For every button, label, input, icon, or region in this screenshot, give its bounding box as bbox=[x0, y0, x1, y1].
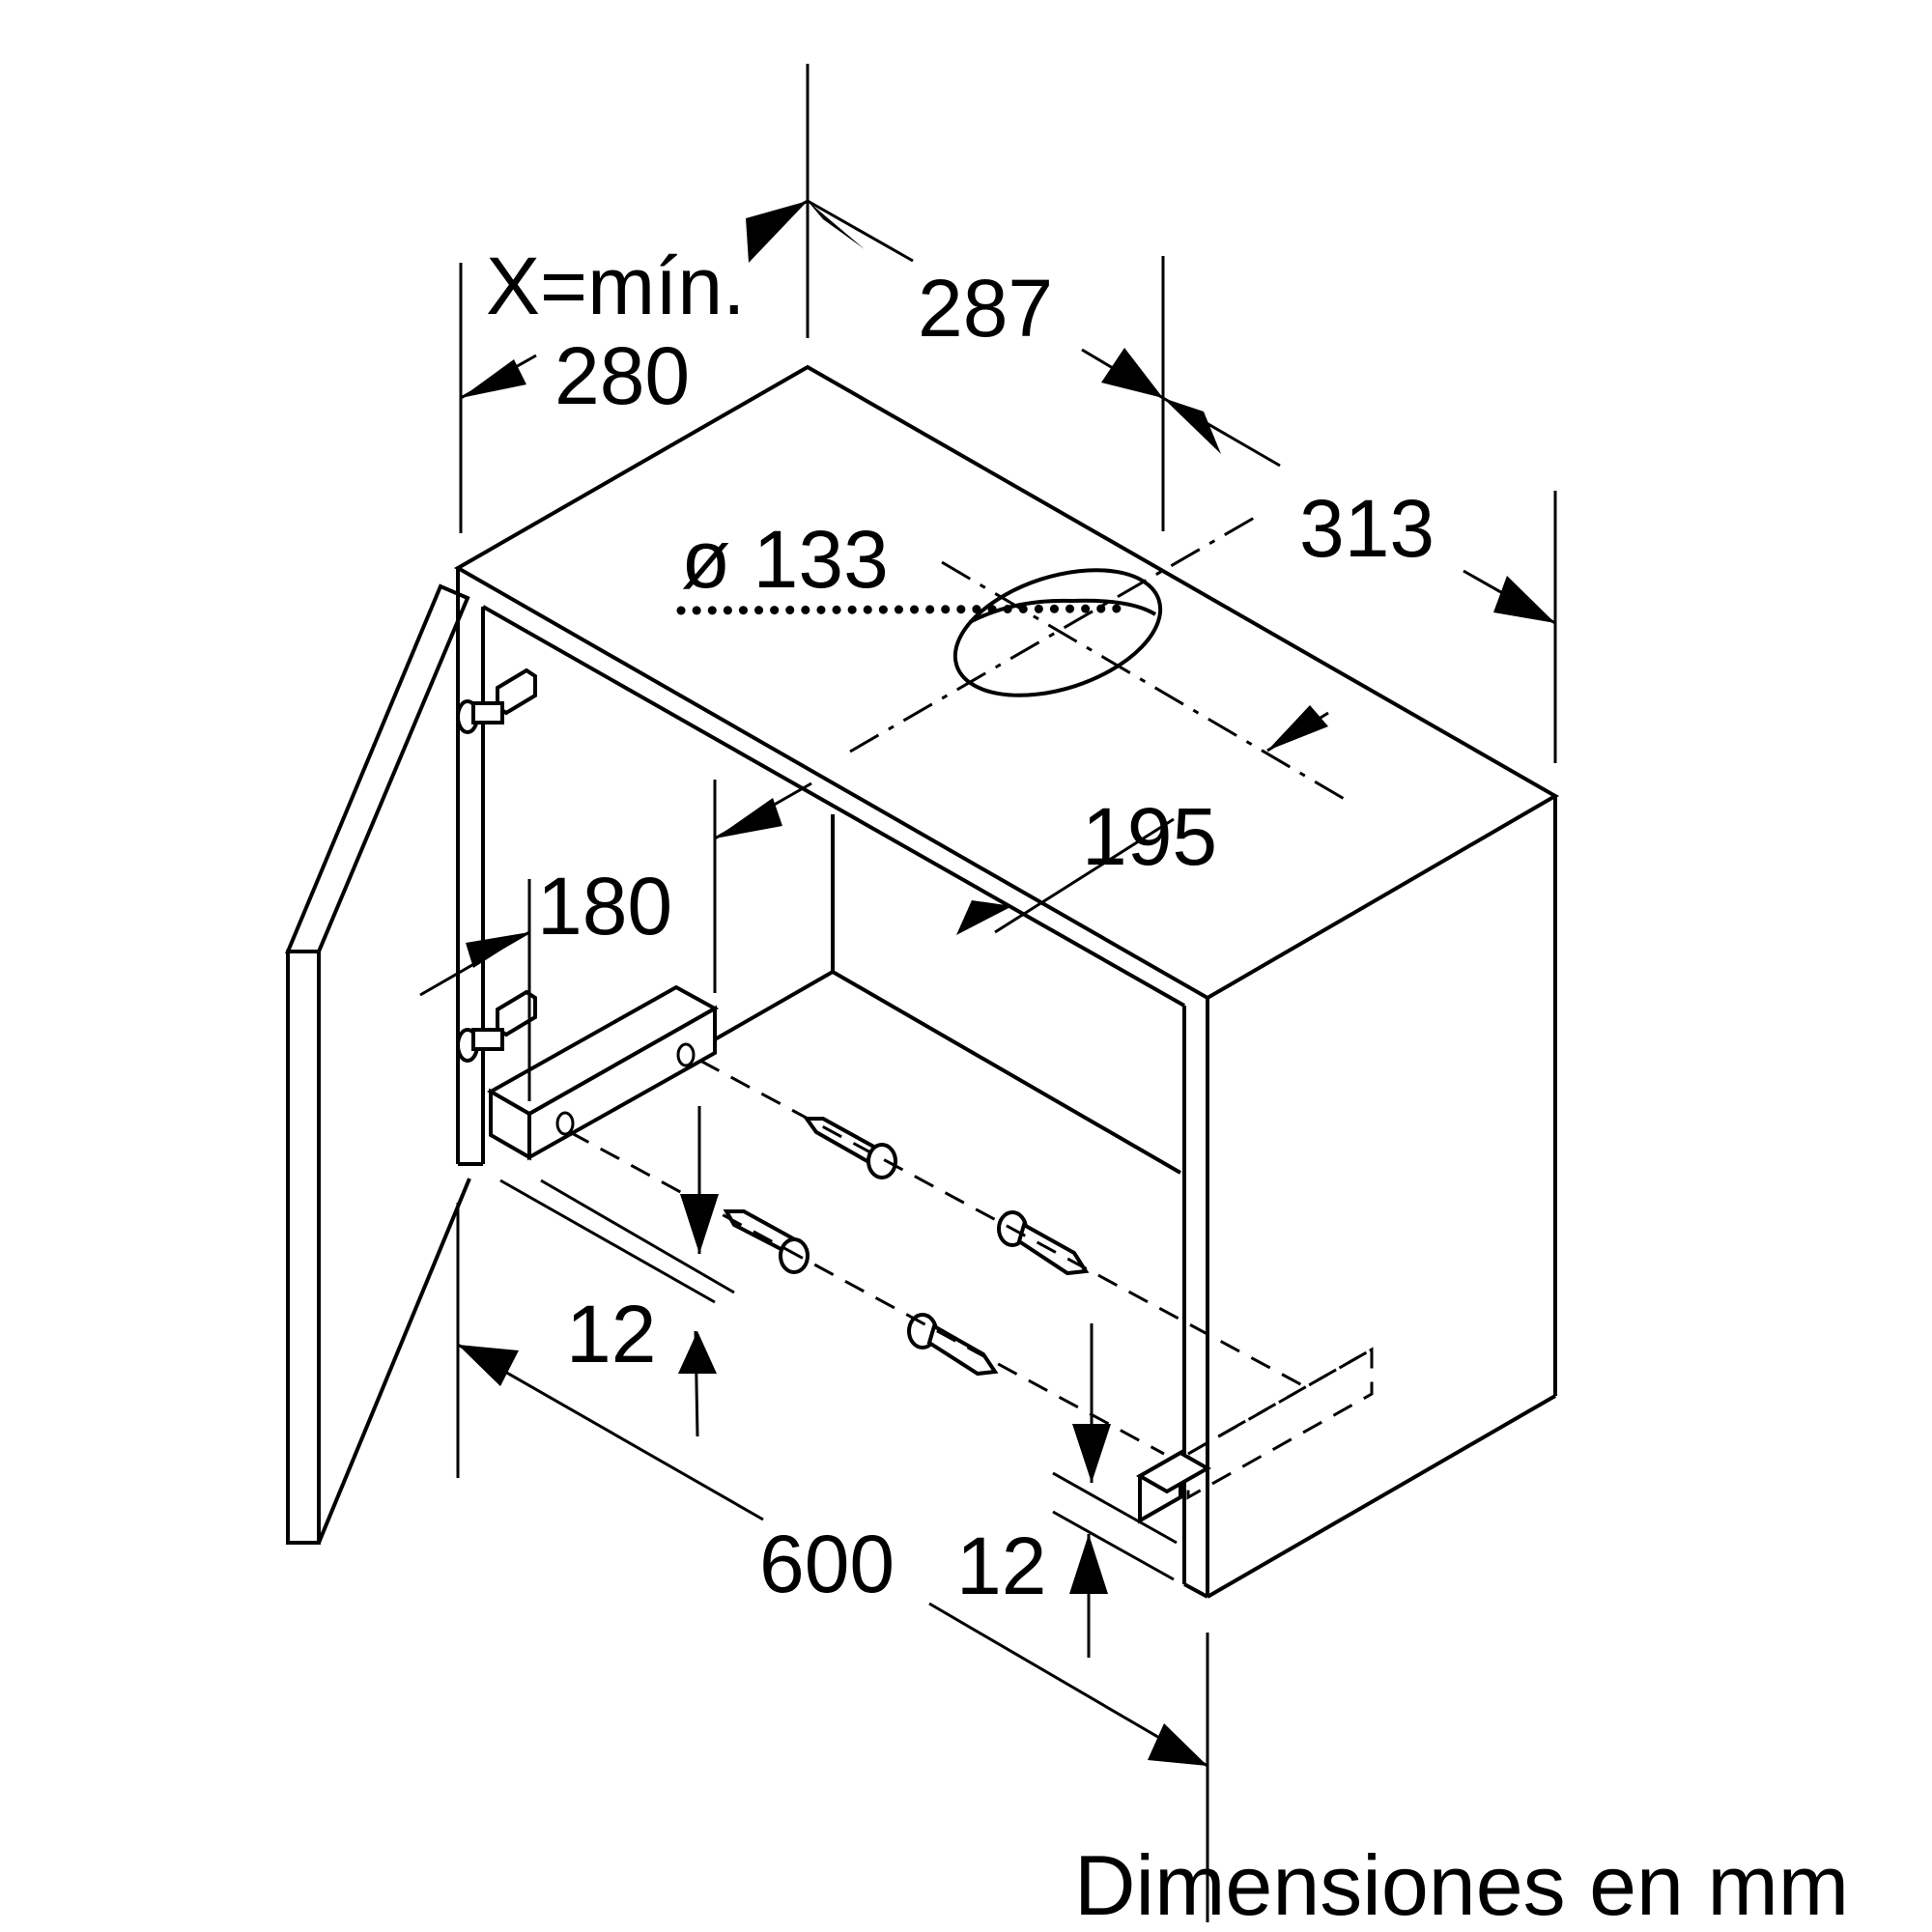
label-12-left: 12 bbox=[566, 1289, 656, 1379]
cabinet-door bbox=[284, 583, 471, 1545]
label-287: 287 bbox=[918, 263, 1053, 354]
door-hinge-bottom bbox=[456, 989, 537, 1063]
mounting-block-front bbox=[486, 984, 720, 1161]
wall-plug-3 bbox=[997, 1210, 1090, 1276]
label-280: 280 bbox=[554, 330, 690, 421]
cabinet-outline bbox=[453, 364, 1560, 1599]
label-12-right: 12 bbox=[956, 1520, 1046, 1611]
hidden-lines bbox=[569, 1059, 1305, 1456]
wall-plug-2 bbox=[723, 1209, 810, 1274]
mounting-block-rear bbox=[1135, 1347, 1374, 1524]
centre-lines bbox=[849, 515, 1353, 806]
door-hinge-top bbox=[456, 668, 537, 734]
exhaust-opening bbox=[676, 568, 1163, 697]
label-195: 195 bbox=[1082, 791, 1217, 882]
wall-plug-1 bbox=[803, 1117, 897, 1179]
label-313: 313 bbox=[1299, 483, 1435, 574]
units-caption: Dimensiones en mm bbox=[1074, 1837, 1849, 1932]
label-180: 180 bbox=[537, 861, 672, 952]
label-600: 600 bbox=[759, 1519, 895, 1609]
label-x-min: X=mín. bbox=[486, 241, 745, 331]
wall-plug-4 bbox=[907, 1313, 999, 1377]
arrow-heads bbox=[458, 201, 1555, 1766]
label-diameter-133: ø 133 bbox=[681, 514, 889, 605]
